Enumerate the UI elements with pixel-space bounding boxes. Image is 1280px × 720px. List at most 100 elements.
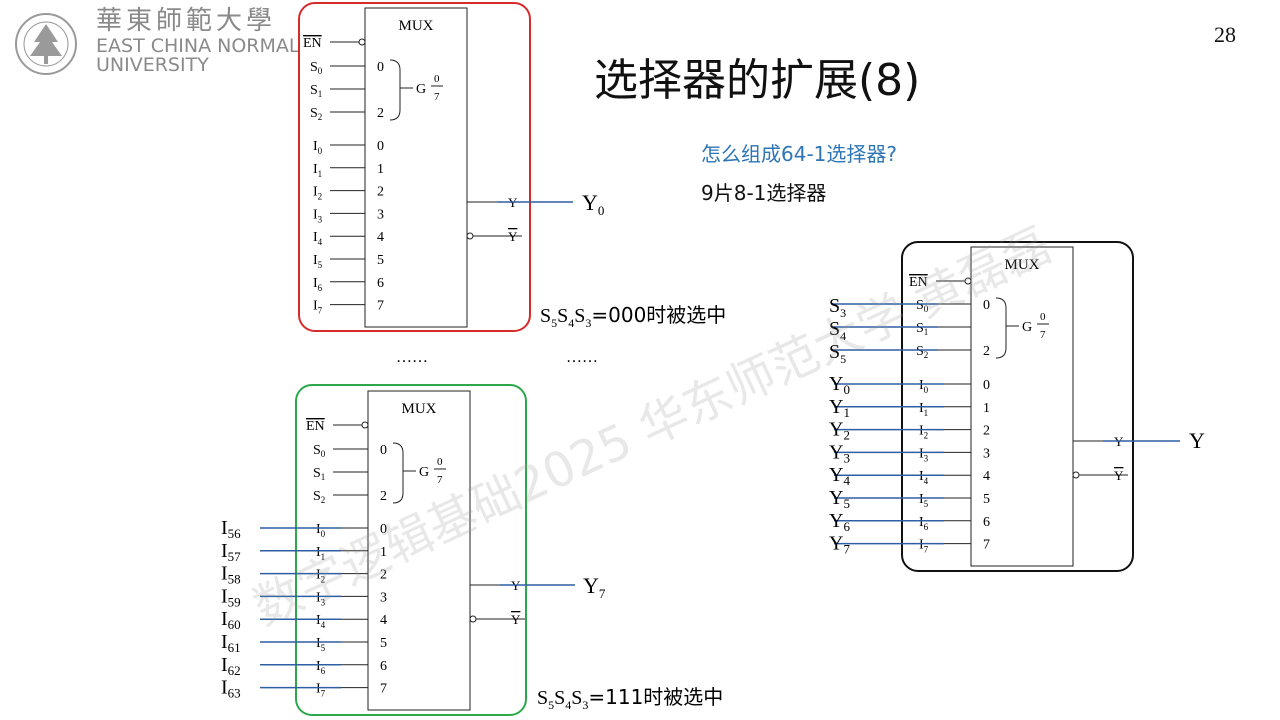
input-number-2: 2 <box>377 185 384 200</box>
top-mux-frame <box>298 2 531 332</box>
input-label-1: I1 <box>313 162 322 179</box>
input-label-4: I4 <box>316 613 326 630</box>
input-label-2: I2 <box>313 185 322 202</box>
ext-input-label-3: Y3 <box>829 441 850 465</box>
input-label-6: I6 <box>316 659 326 676</box>
logo-en-2: UNIVERSITY <box>96 54 209 76</box>
input-label-3: I3 <box>313 207 323 224</box>
input-number-7: 7 <box>983 538 990 553</box>
svg-text:7: 7 <box>434 91 440 103</box>
ext-input-label-6: I62 <box>221 654 241 678</box>
svg-text:0: 0 <box>1040 311 1046 323</box>
input-label-3: I3 <box>316 590 326 607</box>
input-number-2: 2 <box>983 424 990 439</box>
input-number-6: 6 <box>983 515 990 530</box>
input-number-7: 7 <box>380 682 387 697</box>
input-label-6: I6 <box>313 276 323 293</box>
svg-text:S5: S5 <box>829 341 846 366</box>
ext-input-label-1: I57 <box>221 540 241 564</box>
input-number-3: 3 <box>377 207 384 222</box>
svg-text:2: 2 <box>377 106 384 121</box>
slide-title: 选择器的扩展(8) <box>594 55 921 106</box>
svg-text:MUX: MUX <box>1004 257 1039 273</box>
svg-text:S1: S1 <box>916 321 928 337</box>
input-number-0: 0 <box>983 378 990 393</box>
page-number: 28 <box>1214 22 1236 47</box>
svg-text:2: 2 <box>983 344 990 359</box>
ext-input-label-5: Y5 <box>829 487 850 511</box>
input-number-5: 5 <box>377 253 384 268</box>
svg-text:S2: S2 <box>313 489 325 505</box>
svg-text:7: 7 <box>437 474 443 486</box>
svg-text:0: 0 <box>437 456 443 468</box>
ext-input-label-7: Y7 <box>829 533 850 557</box>
input-number-3: 3 <box>380 590 387 605</box>
svg-text:S4: S4 <box>829 318 846 343</box>
svg-text:S1: S1 <box>313 466 325 482</box>
svg-text:Y: Y <box>508 229 518 244</box>
svg-text:G: G <box>416 82 426 97</box>
ellipsis-left: …… <box>396 349 428 366</box>
input-number-1: 1 <box>983 401 990 416</box>
ext-input-label-2: I58 <box>221 563 241 587</box>
mux-top-title: MUX <box>398 18 433 34</box>
svg-text:Y: Y <box>511 612 521 627</box>
svg-text:EN: EN <box>306 419 325 434</box>
input-label-0: I0 <box>313 139 323 156</box>
svg-text:7: 7 <box>1040 329 1046 341</box>
ellipsis-right: …… <box>566 349 598 366</box>
input-number-5: 5 <box>983 492 990 507</box>
ext-input-label-5: I61 <box>221 631 241 655</box>
ext-input-label-4: Y4 <box>829 464 850 488</box>
input-number-4: 4 <box>983 469 990 484</box>
svg-text:Y: Y <box>1114 468 1124 483</box>
svg-text:0: 0 <box>983 298 990 313</box>
bottom-select-note: S5S4S3=111时被选中 <box>537 685 723 712</box>
ext-input-label-0: I56 <box>221 517 241 541</box>
mux-right-output-label: Y <box>1189 428 1205 453</box>
svg-text:S2: S2 <box>916 344 928 360</box>
input-label-5: I5 <box>316 636 326 653</box>
svg-text:0: 0 <box>380 443 387 458</box>
input-number-2: 2 <box>380 568 387 583</box>
ext-input-label-2: Y2 <box>829 419 850 443</box>
svg-text:S1: S1 <box>310 83 322 99</box>
svg-text:S0: S0 <box>313 443 326 459</box>
mux-top-en: EN <box>303 36 322 51</box>
input-number-4: 4 <box>377 230 384 245</box>
input-label-2: I2 <box>919 424 928 441</box>
input-label-6: I6 <box>919 515 929 532</box>
svg-text:G: G <box>419 465 429 480</box>
input-number-1: 1 <box>377 162 384 177</box>
svg-text:0: 0 <box>377 60 384 75</box>
logo-text: 華東師範大學 EAST CHINA NORMAL UNIVERSITY <box>96 8 299 75</box>
input-number-1: 1 <box>380 545 387 560</box>
mux-bottom-output-label: Y7 <box>583 573 606 601</box>
logo-en-1: EAST CHINA NORMAL <box>96 35 300 57</box>
input-label-0: I0 <box>919 378 929 395</box>
mux-top-output-label: Y0 <box>582 190 604 218</box>
input-number-0: 0 <box>380 522 387 537</box>
bottom-mux-frame <box>295 384 527 716</box>
input-label-7: I7 <box>316 682 326 699</box>
svg-text:S2: S2 <box>310 106 322 122</box>
ext-input-label-7: I63 <box>221 677 241 701</box>
input-label-1: I1 <box>919 401 928 418</box>
top-select-note: S5S4S3=000时被选中 <box>540 303 726 330</box>
input-label-4: I4 <box>919 469 929 486</box>
mux-top-select-lines: S0 S1 S2 0 2 G 0 7 <box>310 59 443 122</box>
input-label-0: I0 <box>316 522 326 539</box>
input-label-7: I7 <box>919 538 929 555</box>
svg-text:G: G <box>1022 320 1032 335</box>
svg-text:MUX: MUX <box>401 401 436 417</box>
input-label-5: I5 <box>313 253 323 270</box>
ext-input-label-6: Y6 <box>829 510 850 534</box>
svg-text:S3: S3 <box>829 295 846 320</box>
input-label-5: I5 <box>919 492 929 509</box>
input-label-3: I3 <box>919 446 929 463</box>
ext-input-label-1: Y1 <box>829 396 850 420</box>
